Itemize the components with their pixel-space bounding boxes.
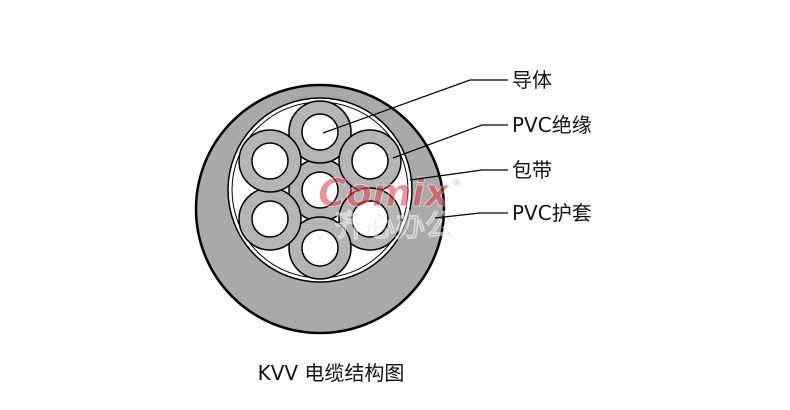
watermark-latin-text: Comix xyxy=(318,171,451,215)
label-pvc-sheath: PVC护套 xyxy=(512,201,592,225)
core-bottom xyxy=(288,216,352,280)
core-center xyxy=(288,158,352,222)
core-lower-left xyxy=(238,187,302,251)
core-bottom-conductor xyxy=(301,229,339,267)
core-upper-left-conductor xyxy=(251,142,289,180)
label-pvc-insulation: PVC绝缘 xyxy=(512,113,592,137)
core-lower-left-conductor xyxy=(251,200,289,238)
core-upper-left xyxy=(238,129,302,193)
diagram-caption: KVV 电缆结构图 xyxy=(258,361,405,385)
watermark-cjk-text: 齐心办公 xyxy=(335,209,455,244)
core-top xyxy=(288,100,352,164)
core-lower-right-conductor xyxy=(351,200,389,238)
leader-line-tape xyxy=(409,169,508,181)
core-top-conductor xyxy=(301,113,339,151)
core-center-conductor xyxy=(301,171,339,209)
leader-line-sheath xyxy=(434,212,508,219)
core-upper-right-conductor xyxy=(351,142,389,180)
label-conductor: 导体 xyxy=(512,68,552,92)
core-upper-right xyxy=(338,129,402,193)
label-wrapping-tape: 包带 xyxy=(512,158,552,182)
watermark-registered-mark: ® xyxy=(452,178,462,189)
core-lower-right xyxy=(338,187,402,251)
leader-line-conductor xyxy=(322,79,508,134)
watermark-logo: Comix ® 齐心办公 xyxy=(318,171,462,245)
leader-line-insulation xyxy=(392,124,508,159)
